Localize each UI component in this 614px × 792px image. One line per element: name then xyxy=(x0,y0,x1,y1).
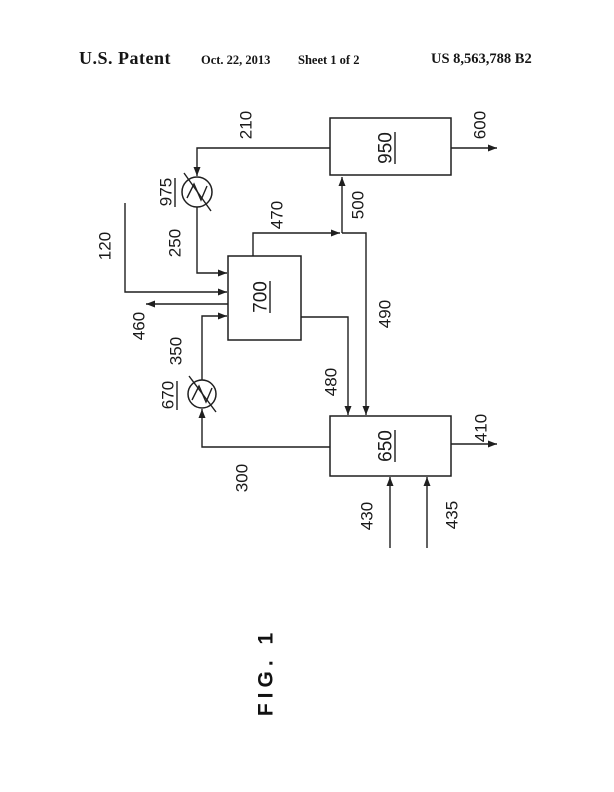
stream-480-line xyxy=(301,316,352,415)
stream-120-label: 120 xyxy=(96,232,115,260)
stream-435-label: 435 xyxy=(443,501,462,529)
unit-975-label: 975 xyxy=(157,178,176,206)
unit-650-label: 650 xyxy=(376,430,397,462)
unit-700-label: 700 xyxy=(251,281,272,313)
stream-500-label: 500 xyxy=(349,191,368,219)
stream-470-label: 470 xyxy=(268,201,287,229)
stream-490-label: 490 xyxy=(376,300,395,328)
stream-470-line xyxy=(252,229,340,256)
heat-exchanger-670-symbol xyxy=(187,375,217,413)
stream-210-line xyxy=(193,147,330,176)
stream-350-line xyxy=(201,312,227,380)
heat-exchanger-975-symbol xyxy=(181,172,213,212)
unit-650-box xyxy=(329,415,452,477)
unit-950-label: 950 xyxy=(376,132,397,164)
stream-210-label: 210 xyxy=(237,111,256,139)
stream-430-label: 430 xyxy=(358,502,377,530)
stream-600-label: 600 xyxy=(471,111,490,139)
stream-250-line xyxy=(196,207,227,277)
figure-caption: FIG. 1 xyxy=(255,628,278,716)
stream-300-label: 300 xyxy=(233,464,252,492)
header-patent-number: US 8,563,788 B2 xyxy=(431,51,532,67)
stream-460-label: 460 xyxy=(130,312,149,340)
stream-300-line xyxy=(198,409,330,448)
unit-670-label: 670 xyxy=(159,381,178,409)
stream-350-label: 350 xyxy=(167,337,186,365)
stream-410-label: 410 xyxy=(472,414,491,442)
header-date: Oct. 22, 2013 xyxy=(201,53,271,67)
stream-120-line xyxy=(124,203,227,296)
stream-250-label: 250 xyxy=(166,229,185,257)
stream-490-line xyxy=(342,232,370,415)
unit-950-box xyxy=(329,117,452,176)
header-sheet-number: Sheet 1 of 2 xyxy=(298,53,360,67)
unit-700-box xyxy=(227,255,302,341)
stream-480-label: 480 xyxy=(322,368,341,396)
header-publisher: U.S. Patent xyxy=(79,48,171,68)
